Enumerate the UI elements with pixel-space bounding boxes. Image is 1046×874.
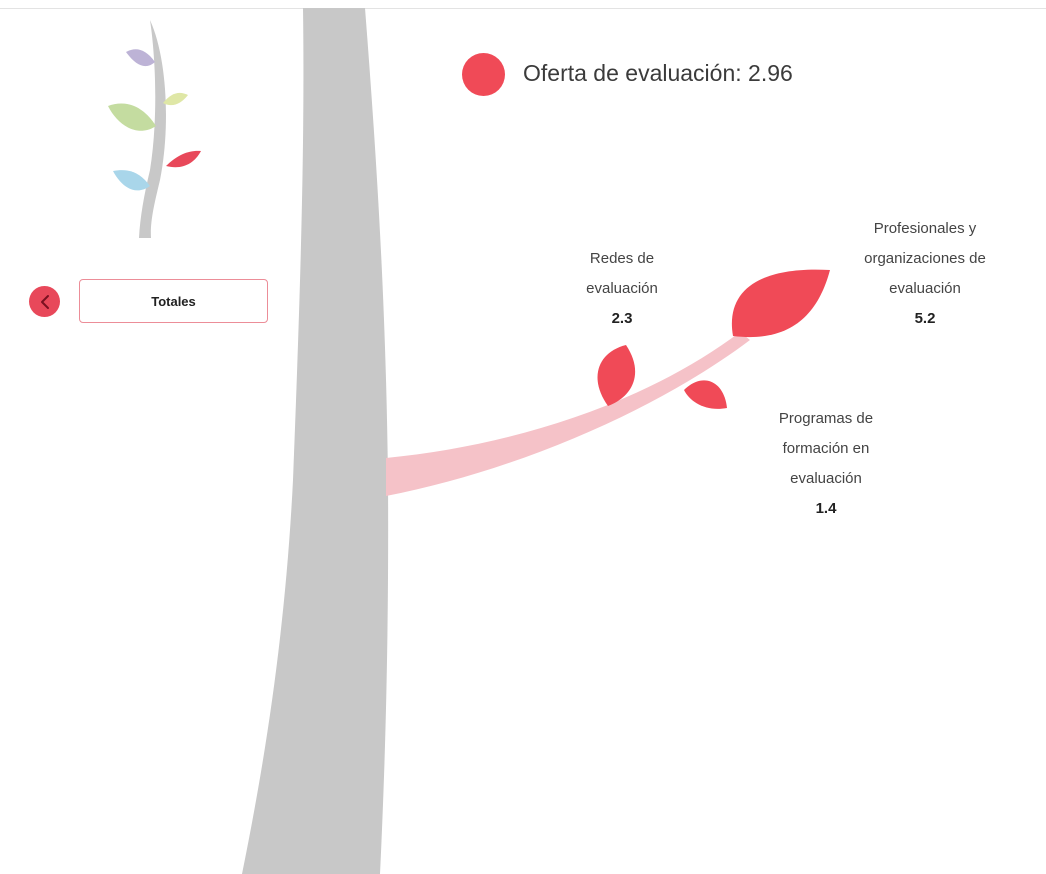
logo-leaf-red	[166, 150, 201, 168]
top-divider	[0, 8, 1046, 9]
branch-label-redes: Redes de evaluación 2.3	[560, 244, 684, 334]
branch-label-profesionales: Profesionales y organizaciones de evalua…	[834, 214, 1016, 334]
legend-dot	[462, 53, 505, 96]
chevron-left-icon	[38, 294, 52, 310]
branch-name: Redes de evaluación	[586, 250, 658, 297]
branch-name: Profesionales y organizaciones de evalua…	[864, 220, 986, 297]
tree-branch	[386, 332, 750, 496]
leaf-profesionales	[731, 269, 830, 338]
logo-leaf-blue	[113, 170, 150, 191]
branch-label-programas: Programas de formación en evaluación 1.4	[748, 404, 904, 524]
branch-value: 1.4	[815, 500, 837, 517]
logo	[108, 20, 201, 238]
logo-leaf-green	[108, 103, 156, 131]
leaf-programas	[684, 380, 727, 409]
branch-name: Programas de formación en evaluación	[778, 410, 874, 487]
tree-trunk	[242, 8, 389, 874]
branch-value: 5.2	[914, 310, 936, 327]
leaf-redes	[597, 345, 636, 406]
logo-stem	[139, 20, 166, 238]
totales-button[interactable]: Totales	[79, 279, 268, 323]
logo-leaf-yellow	[163, 92, 188, 106]
legend-label: Oferta de evaluación: 2.96	[523, 60, 793, 86]
branch-value: 2.3	[611, 310, 633, 327]
logo-leaf-purple	[126, 49, 155, 67]
back-button[interactable]	[29, 286, 60, 317]
